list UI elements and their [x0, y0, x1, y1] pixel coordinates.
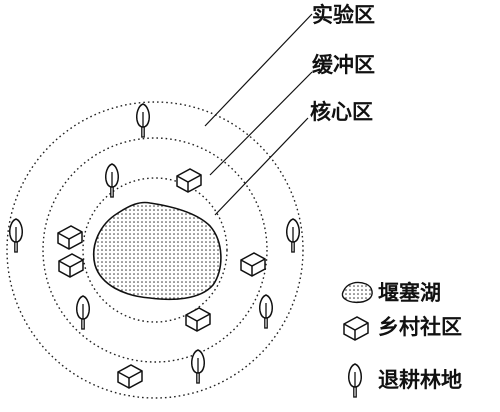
- legend: 堰塞湖 乡村社区 退耕林地: [341, 281, 462, 398]
- house-icon: [240, 252, 266, 277]
- legend-lake-label: 堰塞湖: [378, 281, 441, 305]
- core-zone-boundary: [82, 177, 228, 323]
- experimental-zone-label: 实验区: [312, 3, 375, 27]
- tree-icon: [191, 349, 205, 384]
- core-zone-label: 核心区: [310, 100, 373, 124]
- tree-icon: [76, 295, 90, 330]
- house-icon: [176, 168, 202, 193]
- buffer-zone-label: 缓冲区: [312, 53, 375, 77]
- legend-house-icon: [343, 316, 369, 341]
- house-icon: [58, 253, 84, 278]
- tree-icon: [286, 218, 300, 253]
- experimental-zone-leader: [204, 13, 313, 127]
- house-icon: [57, 225, 83, 250]
- house-icon: [185, 307, 211, 332]
- legend-village-label: 乡村社区: [378, 315, 462, 339]
- legend-tree-icon: [348, 363, 362, 398]
- legend-lake-icon: [341, 281, 373, 304]
- tree-icon: [259, 294, 273, 329]
- buffer-zone-leader: [209, 71, 313, 176]
- tree-icon: [136, 103, 150, 138]
- experimental-zone-boundary: [6, 101, 304, 399]
- tree-icon: [105, 163, 119, 198]
- tree-icon: [9, 218, 23, 253]
- dammed-lake: [93, 201, 222, 301]
- legend-forest-label: 退耕林地: [378, 368, 462, 392]
- buffer-zone-boundary: [42, 137, 268, 363]
- house-icon: [117, 364, 143, 389]
- core-zone-leader: [214, 117, 309, 216]
